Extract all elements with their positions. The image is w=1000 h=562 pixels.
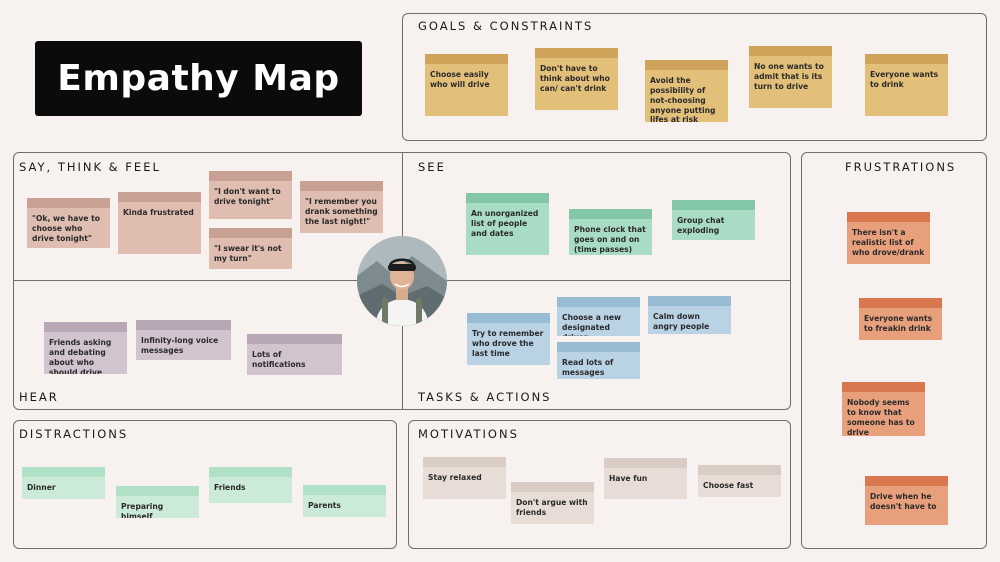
frustrations-label: FRUSTRATIONS <box>845 160 957 174</box>
sticky-note-distractions[interactable]: Friends <box>209 467 292 503</box>
see-label: SEE <box>418 160 446 174</box>
person-photo-icon <box>357 236 447 326</box>
user-photo-avatar <box>357 236 447 326</box>
sticky-note-motivations[interactable]: Stay relaxed <box>423 457 506 499</box>
distractions-label: DISTRACTIONS <box>19 427 129 441</box>
page-title: Empathy Map <box>57 58 340 99</box>
say-think-feel-label: SAY, THINK & FEEL <box>19 160 161 174</box>
sticky-note-goals[interactable]: Avoid the possibility of not-choosing an… <box>645 60 728 122</box>
sticky-note-tasks[interactable]: Choose a new designated driver <box>557 297 640 336</box>
sticky-note-say[interactable]: "Ok, we have to choose who drive tonight… <box>27 198 110 248</box>
tasks-actions-label: TASKS & ACTIONS <box>418 390 552 404</box>
sticky-note-frustrations[interactable]: Nobody seems to know that someone has to… <box>842 382 925 436</box>
sticky-note-motivations[interactable]: Don't argue with friends <box>511 482 594 524</box>
sticky-note-tasks[interactable]: Read lots of messages <box>557 342 640 379</box>
frustrations-box <box>801 152 987 549</box>
motivations-box <box>408 420 791 549</box>
sticky-note-tasks[interactable]: Calm down angry people <box>648 296 731 334</box>
sticky-note-distractions[interactable]: Parents <box>303 485 386 517</box>
sticky-note-distractions[interactable]: Preparing himself <box>116 486 199 518</box>
sticky-note-hear[interactable]: Lots of notifications <box>247 334 342 375</box>
goals-constraints-label: GOALS & CONSTRAINTS <box>418 19 594 33</box>
distractions-box <box>13 420 397 549</box>
sticky-note-motivations[interactable]: Choose fast <box>698 465 781 497</box>
sticky-note-goals[interactable]: Everyone wants to drink <box>865 54 948 116</box>
sticky-note-see[interactable]: An unorganized list of people and dates <box>466 193 549 255</box>
goals-constraints-box <box>402 13 987 141</box>
sticky-note-frustrations[interactable]: There isn't a realistic list of who drov… <box>847 212 930 264</box>
sticky-note-see[interactable]: Phone clock that goes on and on (time pa… <box>569 209 652 255</box>
sticky-note-distractions[interactable]: Dinner <box>22 467 105 499</box>
sticky-note-motivations[interactable]: Have fun <box>604 458 687 499</box>
sticky-note-tasks[interactable]: Try to remember who drove the last time <box>467 313 550 365</box>
sticky-note-frustrations[interactable]: Everyone wants to freakin drink <box>859 298 942 340</box>
hear-label: HEAR <box>19 390 59 404</box>
sticky-note-hear[interactable]: Friends asking and debating about who sh… <box>44 322 127 374</box>
sticky-note-say[interactable]: "I remember you drank something the last… <box>300 181 383 233</box>
empathy-map-title-block: Empathy Map <box>35 41 362 116</box>
sticky-note-goals[interactable]: Choose easily who will drive <box>425 54 508 116</box>
sticky-note-hear[interactable]: Infinity-long voice messages <box>136 320 231 360</box>
sticky-note-goals[interactable]: Don't have to think about who can/ can't… <box>535 48 618 110</box>
sticky-note-frustrations[interactable]: Drive when he doesn't have to <box>865 476 948 525</box>
sticky-note-see[interactable]: Group chat exploding <box>672 200 755 240</box>
sticky-note-say[interactable]: Kinda frustrated <box>118 192 201 254</box>
sticky-note-say[interactable]: "I don't want to drive tonight" <box>209 171 292 219</box>
motivations-label: MOTIVATIONS <box>418 427 519 441</box>
sticky-note-say[interactable]: "I swear it's not my turn" <box>209 228 292 269</box>
sticky-note-goals[interactable]: No one wants to admit that is its turn t… <box>749 46 832 108</box>
